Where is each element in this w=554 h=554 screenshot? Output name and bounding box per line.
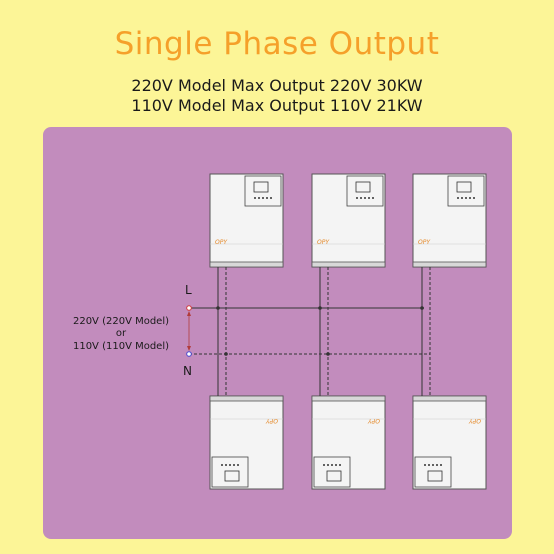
voltage-label-or: or: [116, 328, 127, 339]
wiring-diagram: OPY OPY OPY OPY OPY OPY: [73, 173, 487, 490]
subtitle-110v: 110V Model Max Output 110V 21KW: [131, 96, 423, 115]
neutral-bus: [189, 267, 431, 396]
N-label: N: [183, 364, 192, 378]
subtitle-220v: 220V Model Max Output 220V 30KW: [131, 76, 423, 95]
inverter-brand-label: OPY: [265, 417, 278, 424]
N-terminal: [186, 351, 192, 357]
voltage-arrow: [187, 311, 191, 351]
L-label: L: [185, 283, 192, 297]
inverter-brand-label: OPY: [367, 417, 380, 424]
L-terminal: [186, 305, 192, 311]
inverter-brand-label: OPY: [468, 417, 481, 424]
inverter-brand-label: OPY: [317, 239, 330, 246]
inverter-brand-label: OPY: [418, 239, 431, 246]
wiring-diagram-panel: OPY OPY OPY OPY OPY OPY: [43, 127, 512, 539]
inverter-bottom-2: OPY: [311, 395, 386, 490]
inverter-bottom-1: OPY: [209, 395, 284, 490]
inverter-top-2: OPY: [311, 173, 386, 268]
voltage-label-2: 110V (110V Model): [73, 341, 169, 352]
inverter-top-1: OPY: [209, 173, 284, 268]
inverter-top-3: OPY: [412, 173, 487, 268]
inverter-bottom-3: OPY: [412, 395, 487, 490]
page-title: Single Phase Output: [114, 26, 440, 62]
junction-dots: [216, 306, 424, 356]
line-bus: [189, 267, 424, 396]
inverter-brand-label: OPY: [215, 239, 228, 246]
voltage-label-1: 220V (220V Model): [73, 316, 169, 327]
